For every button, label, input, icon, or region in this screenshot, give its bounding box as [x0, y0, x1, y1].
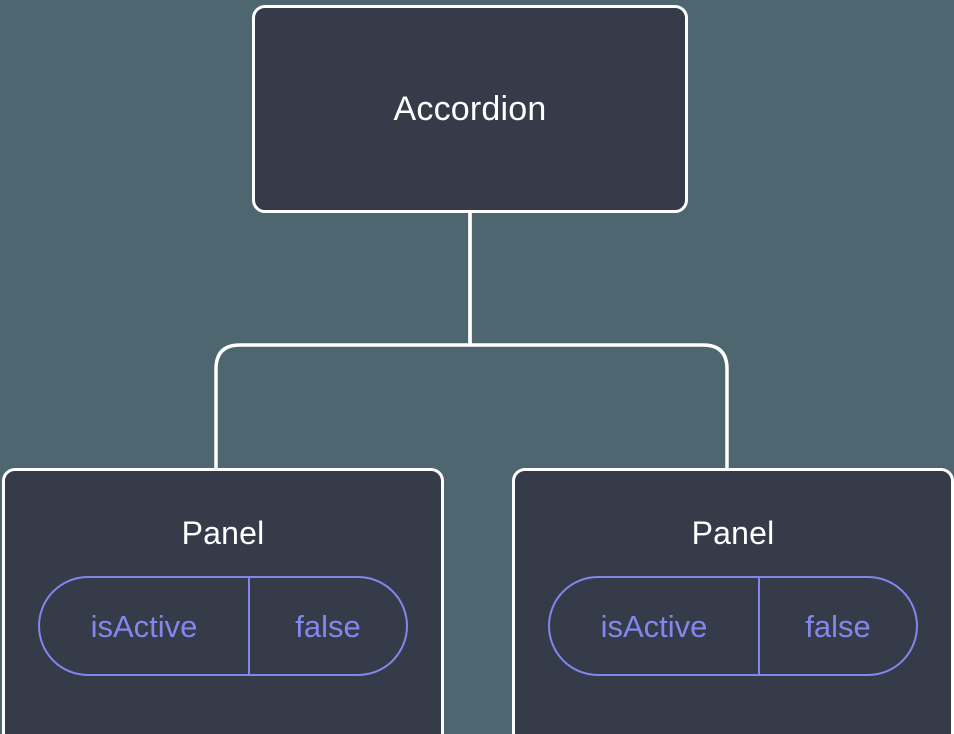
state-value-panel-2: false: [805, 608, 871, 644]
edge-accordion-to-panel-right: [468, 212, 729, 470]
node-panel-1[interactable]: Panel isActive false: [2, 468, 444, 734]
node-accordion-label: Accordion: [393, 90, 547, 128]
state-value-panel-1: false: [295, 608, 361, 644]
node-panel-1-label: Panel: [181, 515, 265, 551]
node-panel-2-label: Panel: [691, 515, 775, 551]
node-panel-2[interactable]: Panel isActive false: [512, 468, 954, 734]
state-key-panel-1: isActive: [40, 578, 250, 674]
node-accordion[interactable]: Accordion: [252, 5, 688, 213]
edge-accordion-to-panel-left: [214, 212, 472, 470]
state-key-panel-2: isActive: [550, 578, 760, 674]
state-badge-panel-2[interactable]: isActive false: [548, 576, 918, 676]
state-badge-panel-1[interactable]: isActive false: [38, 576, 408, 676]
